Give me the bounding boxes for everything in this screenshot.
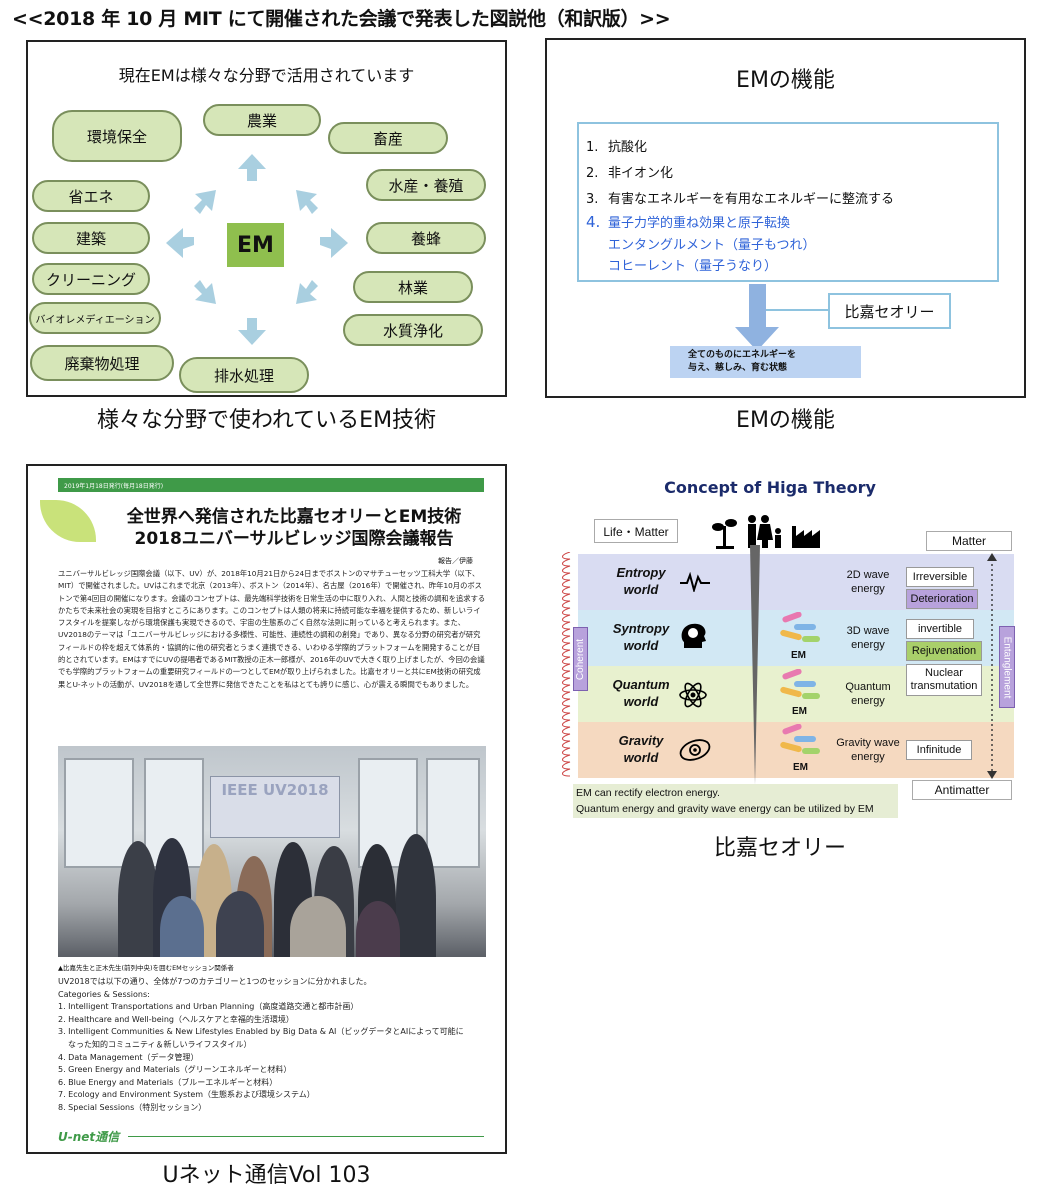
coherent-label: Coherent [573, 627, 588, 691]
field-pill: 環境保全 [52, 110, 182, 162]
panel2-caption: EMの機能 [736, 408, 835, 433]
property-tag: invertible [906, 619, 974, 639]
plant-icon [712, 519, 737, 549]
article-author: 報告／伊藤 [438, 557, 473, 565]
em-note: EM can rectify electron energy. Quantum … [573, 784, 898, 818]
em-label: EM [793, 762, 808, 773]
sessions-list: UV2018では以下の通り、全体が7つのカテゴリーと1つのセッションに分かれまし… [58, 977, 464, 1112]
arrow-upleft-icon [194, 190, 216, 214]
center-wedge [750, 545, 760, 785]
field-pill: 省エネ [32, 180, 150, 212]
factory-icon [792, 526, 820, 548]
microbe-icon [780, 669, 820, 699]
issue-bar: 2019年1月18日発行(毎月18日発行) [58, 478, 484, 492]
property-tag: Deterioration [906, 589, 978, 609]
property-tag: Nuclear transmutation [906, 664, 982, 696]
group-photo: IEEE UV2018 [58, 746, 486, 957]
field-pill: 養蜂 [366, 222, 486, 254]
matter-label: Matter [926, 531, 1012, 551]
family-icon [748, 515, 781, 548]
field-pill: バイオレメディエーション [29, 302, 161, 334]
arrow-left-icon [166, 228, 194, 258]
property-tag: Irreversible [906, 567, 974, 587]
double-arrow-icon [987, 553, 997, 779]
page-title: <<2018 年 10 月 MIT にて開催された会議で発表した図説他（和訳版）… [12, 8, 671, 30]
arrow-down-icon [238, 318, 266, 345]
arrow-up-icon [238, 154, 266, 181]
field-pill: 廃棄物処理 [30, 345, 174, 381]
article-body: ユニバーサルビレッジ国際会議（以下、UV）が、2018年10月21日から24日ま… [58, 569, 486, 689]
arrow-downright-icon [296, 280, 318, 304]
function-subline: エンタングルメント（量子もつれ） [608, 238, 816, 253]
arrow-upright-icon [296, 190, 318, 214]
brain-head-icon [681, 623, 706, 648]
field-pill: 建築 [32, 222, 150, 254]
galaxy-icon [679, 739, 711, 761]
function-item: 3.有害なエネルギーを有用なエネルギーに整流する [586, 192, 895, 207]
wave-icon [680, 572, 710, 592]
microbe-icon [780, 612, 820, 642]
function-subline: コヒーレント（量子うなり） [608, 259, 778, 274]
diagram-title: Concept of Higa Theory [664, 478, 876, 497]
life-matter-label: Life・Matter [594, 519, 678, 543]
coil-icon [562, 552, 571, 777]
newsletter-page: 2019年1月18日発行(毎月18日発行) 全世界へ発信された比嘉セオリーとEM… [26, 464, 507, 1154]
arrow-downleft-icon [194, 280, 216, 304]
panel4-caption: 比嘉セオリー [713, 836, 846, 861]
entanglement-label: Entanglement [999, 626, 1015, 708]
arrow-icons [166, 154, 348, 345]
article-title: 全世界へ発信された比嘉セオリーとEM技術 2018ユニバーサルビレッジ国際会議報… [126, 507, 462, 549]
antimatter-label: Antimatter [912, 780, 1012, 800]
em-label: EM [791, 650, 806, 661]
function-item: 1.抗酸化 [586, 140, 648, 155]
arrow-right-icon [320, 228, 348, 258]
arrow-down-icon [735, 284, 828, 351]
field-pill: クリーニング [32, 263, 150, 295]
property-tag: Infinitude [906, 740, 972, 760]
footer-rule [128, 1136, 484, 1137]
field-pill: 水質浄化 [343, 314, 483, 346]
panel1-caption: 様々な分野で使われているEM技術 [96, 408, 437, 433]
higa-theory-box: 比嘉セオリー [828, 293, 951, 329]
unet-logo: U-net通信 [58, 1130, 120, 1144]
field-pill: 排水処理 [179, 357, 309, 393]
slide-heading: EMの機能 [736, 68, 835, 93]
field-pill: 畜産 [328, 122, 448, 154]
em-center-box: EM [227, 223, 284, 267]
field-pill: 水産・養殖 [366, 169, 486, 201]
function-item: 2.非イオン化 [586, 166, 674, 181]
state-box: 全てのものにエネルギーを 与え、慈しみ、育む状態 [670, 346, 861, 378]
em-label: EM [792, 706, 807, 717]
em-functions-slide: EMの機能 1.抗酸化 2.非イオン化 3.有害なエネルギーを有用なエネルギーに… [545, 38, 1026, 398]
photo-caption: ▲比嘉先生と正木先生(前列中央)を囲むEMセッション関係者 [58, 964, 234, 972]
property-tag: Rejuvenation [906, 641, 982, 661]
atom-icon [679, 682, 707, 708]
function-item: 4.量子力学的重ね効果と原子転換 [586, 213, 791, 231]
field-pill: 林業 [353, 271, 473, 303]
photo-sign: IEEE UV2018 [210, 776, 340, 838]
em-fields-slide: 現在EMは様々な分野で活用されています EM 環境保全 農業 畜産 水産・養殖 … [26, 40, 507, 397]
panel3-caption: Uネット通信Vol 103 [162, 1163, 371, 1188]
functions-box: 1.抗酸化 2.非イオン化 3.有害なエネルギーを有用なエネルギーに整流する 4… [577, 122, 999, 282]
slide-heading: 現在EMは様々な分野で活用されています [118, 66, 415, 85]
life-icons [712, 515, 820, 549]
field-pill: 農業 [203, 104, 321, 136]
microbe-icon [780, 724, 820, 754]
